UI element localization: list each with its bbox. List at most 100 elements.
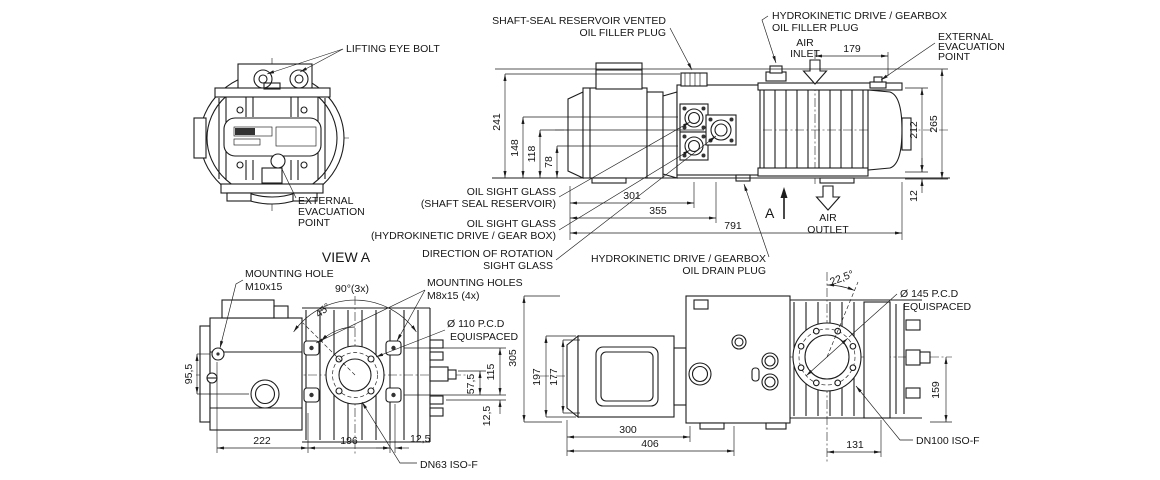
- svg-text:EQUISPACED: EQUISPACED: [903, 301, 971, 313]
- nameplate: [223, 117, 322, 157]
- angle-22-5-label: 22,5°: [828, 268, 855, 288]
- pump-stage: [492, 65, 950, 184]
- svg-text:EQUISPACED: EQUISPACED: [450, 331, 518, 343]
- svg-text:DN63 ISO-F: DN63 ISO-F: [420, 459, 478, 471]
- svg-text:DIRECTION OF ROTATION: DIRECTION OF ROTATION: [422, 248, 553, 260]
- rear-view: LIFTING EYE BOLT EXTERNAL EVACUATION POI…: [193, 43, 440, 229]
- label-pcd-145: Ø 145 P.C.D EQUISPACED: [848, 288, 971, 338]
- sight-glass-shaft-seal: [679, 103, 709, 133]
- svg-text:SHAFT-SEAL RESERVOIR VENTED: SHAFT-SEAL RESERVOIR VENTED: [492, 15, 666, 27]
- label-mounting-hole-m10: MOUNTING HOLE M10x15: [219, 268, 334, 349]
- bottom-view: 22,5° Ø 145 P.C.D EQUISPACED DN100 ISO-F…: [507, 268, 980, 462]
- svg-text:SIGHT GLASS: SIGHT GLASS: [483, 260, 553, 272]
- dim-265: 265: [928, 115, 940, 133]
- motor: [567, 62, 664, 179]
- dim-355: 355: [649, 205, 667, 217]
- svg-text:MOUNTING HOLES: MOUNTING HOLES: [427, 277, 523, 289]
- bottom-tube: [261, 167, 283, 184]
- brand-logo: [235, 128, 255, 135]
- view-a-right-fittings: [429, 339, 457, 417]
- air-inlet-label: AIR: [796, 37, 814, 49]
- dim-159: 159: [930, 381, 942, 399]
- dim-300: 300: [619, 424, 637, 436]
- dim-12-5-v: 12,5: [481, 406, 493, 427]
- svg-text:EXTERNAL: EXTERNAL: [938, 31, 994, 43]
- air-inlet-arrow: [802, 59, 828, 85]
- dim-305: 305: [507, 349, 519, 367]
- svg-text:Ø 145 P.C.D: Ø 145 P.C.D: [900, 288, 959, 300]
- dimensions-view-a: 95,5 222 196 12,5 115 57,5 12,5: [183, 347, 506, 453]
- angle-90-label: 90°(3x): [335, 283, 369, 295]
- dim-78: 78: [543, 156, 555, 168]
- view-a-marker: A: [765, 187, 788, 221]
- label-external-evacuation-side: EXTERNAL EVACUATION POINT: [880, 31, 1005, 81]
- label-lifting-eye-bolt: LIFTING EYE BOLT: [266, 43, 440, 75]
- dim-241: 241: [491, 113, 503, 131]
- label-oil-sight-shaft: OIL SIGHT GLASS (SHAFT SEAL RESERVOIR): [421, 121, 691, 210]
- label-dn63: DN63 ISO-F: [361, 401, 478, 471]
- svg-text:A: A: [765, 205, 775, 221]
- svg-text:HYDROKINETIC DRIVE / GEARBOX: HYDROKINETIC DRIVE / GEARBOX: [591, 253, 766, 265]
- svg-text:OIL SIGHT GLASS: OIL SIGHT GLASS: [467, 218, 556, 230]
- dim-115: 115: [485, 363, 497, 380]
- svg-text:(HYDROKINETIC DRIVE / GEAR BOX: (HYDROKINETIC DRIVE / GEAR BOX): [371, 230, 556, 242]
- end-bell: [867, 89, 903, 171]
- label-external-evacuation-rear: EXTERNAL EVACUATION POINT: [298, 195, 365, 229]
- svg-text:OIL FILLER PLUG: OIL FILLER PLUG: [579, 27, 666, 39]
- svg-text:EVACUATION: EVACUATION: [938, 41, 1005, 53]
- view-a-gearbox: [199, 299, 303, 431]
- evacuation-fitting: [869, 81, 887, 89]
- svg-text:EVACUATION: EVACUATION: [298, 206, 365, 218]
- bottom-gearbox: [685, 295, 791, 430]
- dimensions-bottom-view: 305 197 177 300 406 131 159: [507, 295, 952, 457]
- dim-179: 179: [843, 43, 861, 55]
- dim-57-5: 57,5: [465, 374, 477, 395]
- label-pcd-110: Ø 110 P.C.D EQUISPACED: [375, 318, 518, 358]
- svg-text:(SHAFT SEAL RESERVOIR): (SHAFT SEAL RESERVOIR): [421, 198, 556, 210]
- svg-text:OUTLET: OUTLET: [807, 224, 849, 236]
- label-hydro-filler: HYDROKINETIC DRIVE / GEARBOX OIL FILLER …: [761, 10, 947, 64]
- bottom-motor: [566, 334, 687, 419]
- dim-118: 118: [526, 145, 538, 162]
- dim-222: 222: [253, 435, 271, 447]
- evacuation-port: [270, 153, 286, 169]
- svg-text:HYDROKINETIC DRIVE / GEARBOX: HYDROKINETIC DRIVE / GEARBOX: [772, 10, 947, 22]
- lifting-eye-bolt-label: LIFTING EYE BOLT: [346, 43, 440, 55]
- dimensions-side-view: 241 148 118 78 179 301 355 791 212: [491, 43, 948, 240]
- svg-text:POINT: POINT: [298, 217, 331, 229]
- view-a-title: VIEW A: [322, 249, 371, 265]
- lifting-bracket: [214, 63, 331, 98]
- dim-406: 406: [641, 438, 659, 450]
- shaft-seal-filler-plug: [680, 72, 708, 87]
- dim-791: 791: [724, 220, 742, 232]
- label-oil-drain-plug: HYDROKINETIC DRIVE / GEARBOX OIL DRAIN P…: [591, 183, 770, 277]
- dim-197: 197: [531, 368, 543, 386]
- dim-177: 177: [548, 368, 560, 386]
- dim-212: 212: [908, 121, 920, 139]
- dim-148: 148: [509, 139, 521, 157]
- air-outlet-label: AIR: [819, 212, 837, 224]
- svg-text:EXTERNAL: EXTERNAL: [298, 195, 354, 207]
- gearbox: [662, 72, 761, 182]
- svg-text:M8x15 (4x): M8x15 (4x): [427, 290, 480, 302]
- svg-text:M10x15: M10x15: [245, 281, 283, 293]
- sight-glass-hydrokinetic: [679, 131, 709, 161]
- svg-text:OIL FILLER PLUG: OIL FILLER PLUG: [772, 22, 859, 34]
- dim-131: 131: [846, 439, 864, 451]
- svg-text:INLET: INLET: [790, 48, 820, 60]
- dim-12-5-h: 12,5: [410, 433, 431, 445]
- side-view: AIR INLET AIR OUTLET A SHAFT-SEAL RESERV…: [371, 10, 1005, 277]
- air-outlet-arrow: [815, 185, 841, 211]
- left-port: [193, 117, 207, 159]
- angle-45-label: 45°: [313, 301, 333, 320]
- dim-301: 301: [623, 190, 641, 202]
- foot-bar: [220, 183, 324, 194]
- dim-95-5: 95,5: [183, 364, 195, 385]
- label-shaft-seal-filler: SHAFT-SEAL RESERVOIR VENTED OIL FILLER P…: [492, 15, 693, 71]
- junction-box: [595, 62, 643, 90]
- svg-text:MOUNTING HOLE: MOUNTING HOLE: [245, 268, 334, 280]
- dim-12: 12: [908, 190, 920, 202]
- svg-text:Ø 110 P.C.D: Ø 110 P.C.D: [447, 318, 505, 330]
- label-dn100: DN100 ISO-F: [855, 385, 980, 447]
